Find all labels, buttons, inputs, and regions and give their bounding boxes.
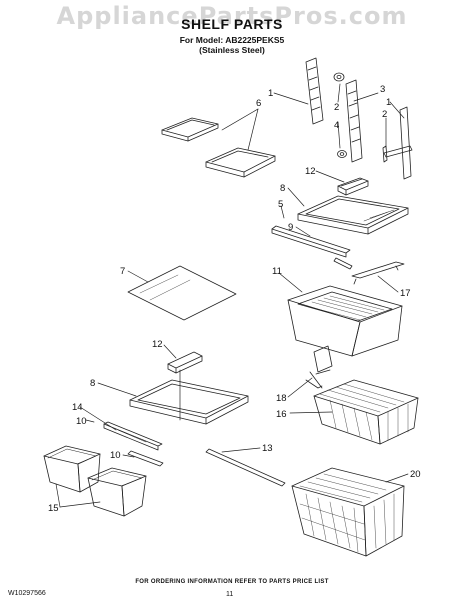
leader-lines [55, 83, 409, 508]
part-rail-far-right [382, 106, 413, 180]
finish-line: (Stainless Steel) [199, 45, 265, 55]
part-stud-lower [337, 150, 347, 158]
part-crisper-bin-left [43, 445, 101, 493]
callout-label: 5 [278, 199, 283, 210]
callout-label: 18 [276, 393, 287, 404]
part-shelf-clip-upper [337, 177, 369, 196]
part-glass-shelf-lower [129, 379, 249, 425]
callout-label: 4 [334, 120, 339, 131]
part-shelf-rail-lower [205, 147, 276, 178]
part-ladder-strip-right [345, 79, 363, 163]
part-bracket-18 [305, 345, 333, 389]
callout-label: 11 [272, 266, 282, 277]
page-number: 11 [226, 591, 234, 598]
model-line: For Model: AB2225PEKS5 [179, 35, 285, 45]
callout-label: 14 [72, 402, 83, 413]
part-deli-drawer [287, 285, 403, 357]
part-ladder-strip-left [305, 57, 324, 125]
callout-label: 8 [280, 183, 285, 194]
model-info: For Model: AB2225PEKS5 (Stainless Steel) [0, 35, 464, 55]
callout-label: 15 [48, 503, 59, 514]
part-wire-basket-lower [291, 467, 405, 557]
part-wire-basket-upper [313, 379, 419, 445]
callout-label: 20 [410, 469, 421, 480]
callout-label: 6 [256, 98, 261, 109]
callout-label: 2 [382, 109, 387, 120]
callout-label: 1 [268, 88, 273, 99]
part-shelf-clip-lower [167, 351, 203, 374]
callout-label: 13 [262, 443, 273, 454]
callout-labels: 1 6 2 4 3 1 2 12 8 5 9 7 11 17 12 8 18 1… [48, 84, 421, 514]
part-crisper-bin-right [87, 467, 147, 517]
part-rail-long [205, 448, 286, 487]
watermark: AppliancePartsPros.com [56, 2, 408, 30]
part-stud-upper [333, 72, 345, 82]
callout-label: 8 [90, 378, 95, 389]
part-glass-shelf-upper [297, 195, 409, 235]
callout-label: 7 [120, 266, 125, 277]
callout-label: 3 [380, 84, 385, 95]
callout-label: 12 [305, 166, 316, 177]
callout-label: 16 [276, 409, 287, 420]
part-shelf-rail-upper [161, 117, 219, 142]
callout-label: 10 [76, 416, 87, 427]
ordering-note: FOR ORDERING INFORMATION REFER TO PARTS … [135, 579, 329, 585]
callout-label: 12 [152, 339, 163, 350]
page-title: SHELF PARTS [181, 16, 283, 32]
part-shelf-bracket-17 [351, 261, 405, 285]
callout-label: 1 [386, 97, 391, 108]
part-shelf-trim-upper [271, 225, 353, 270]
part-rail-short [127, 450, 164, 467]
document-number: W10297566 [8, 590, 46, 597]
part-glass-panel [127, 265, 237, 321]
part-shelf-trim-lower [103, 421, 163, 451]
callout-label: 17 [400, 288, 411, 299]
callout-label: 10 [110, 450, 121, 461]
callout-label: 9 [288, 222, 293, 233]
callout-label: 2 [334, 102, 339, 113]
